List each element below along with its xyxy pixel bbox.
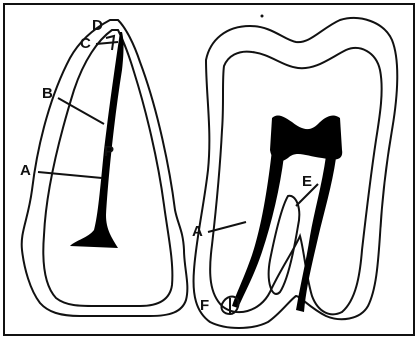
label-f: F — [200, 297, 209, 314]
label-a-left: A — [20, 162, 31, 179]
right-tooth-outline — [210, 48, 382, 314]
label-p: P — [104, 143, 114, 160]
right-tooth-pulp-chamber — [270, 115, 342, 161]
label-b: B — [42, 85, 53, 102]
line-a-left — [38, 172, 102, 178]
stray-dot — [261, 15, 264, 18]
right-tooth: E A F — [192, 18, 397, 328]
label-e: E — [302, 173, 312, 190]
left-tooth: D C B A P — [20, 17, 187, 316]
label-d: D — [92, 17, 103, 34]
left-tooth-canal — [70, 32, 124, 248]
label-c: C — [80, 35, 91, 52]
label-a-right: A — [192, 223, 203, 240]
